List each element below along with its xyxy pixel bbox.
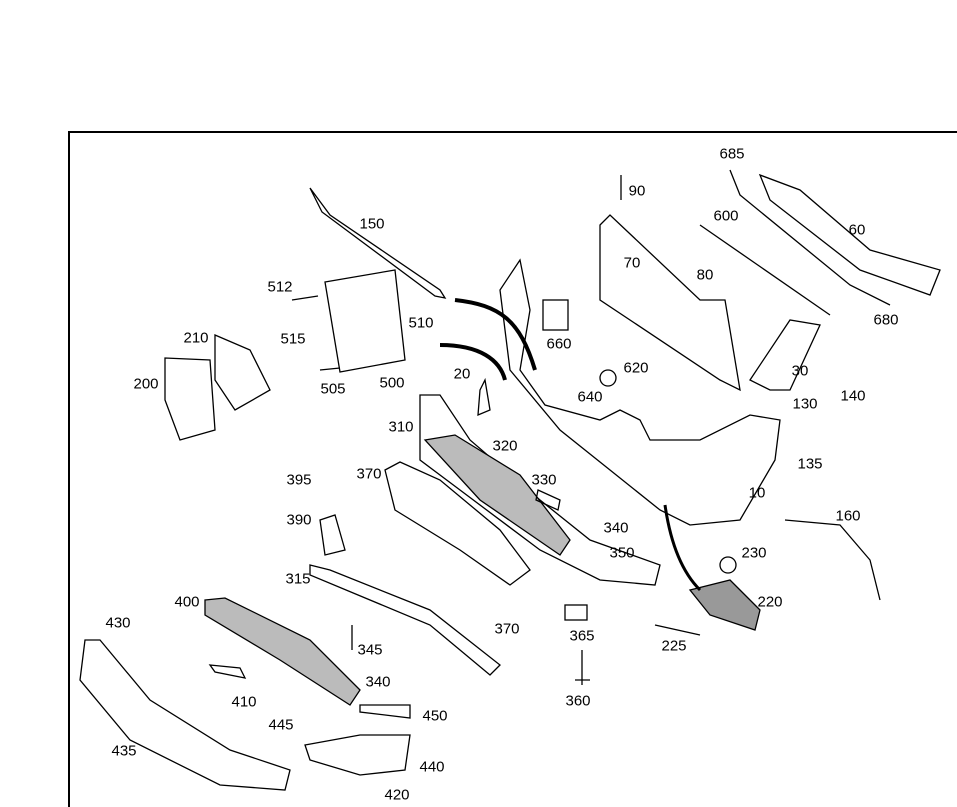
label-210: 210 — [183, 329, 209, 347]
part-600-harness — [699, 224, 831, 316]
part-370-frame — [384, 461, 531, 586]
part-225-strip — [654, 624, 701, 636]
part-450-trim — [359, 704, 411, 719]
label-685: 685 — [719, 145, 745, 163]
label-500: 500 — [379, 374, 405, 392]
part-365-clip — [564, 604, 588, 621]
part-10-bumper — [499, 258, 781, 526]
label-140: 140 — [840, 387, 866, 405]
label-80: 80 — [696, 266, 714, 284]
part-310-lower — [419, 394, 661, 586]
part-220-grille — [688, 579, 761, 631]
label-150: 150 — [359, 215, 385, 233]
part-360-screw — [575, 650, 590, 685]
part-200-grille — [164, 357, 216, 441]
part-440-lip — [304, 734, 411, 776]
part-505-screw — [319, 367, 341, 371]
label-10: 10 — [748, 484, 766, 502]
label-680: 680 — [873, 311, 899, 329]
part-210-grille — [214, 334, 271, 411]
label-445: 445 — [268, 716, 294, 734]
label-220: 220 — [757, 593, 783, 611]
label-360: 360 — [565, 692, 591, 710]
label-410: 410 — [231, 693, 257, 711]
diagram-frame — [68, 131, 957, 807]
label-310: 310 — [388, 418, 414, 436]
label-515: 515 — [280, 330, 306, 348]
label-20: 20 — [453, 365, 471, 383]
part-512-screw — [291, 295, 319, 301]
part-410-badge — [208, 664, 247, 679]
label-440: 440 — [419, 758, 445, 776]
part-660-module — [542, 299, 569, 331]
arrow-1 — [454, 298, 537, 371]
label-340: 340 — [365, 673, 391, 691]
part-230-sensor — [719, 556, 737, 574]
label-450: 450 — [422, 707, 448, 725]
label-370: 370 — [356, 465, 382, 483]
part-330-trim — [535, 489, 561, 511]
part-60-absorber — [758, 173, 941, 296]
part-315-strip — [309, 564, 501, 676]
label-345: 345 — [357, 641, 383, 659]
part-160-trim — [784, 519, 881, 601]
label-390: 390 — [286, 511, 312, 529]
label-130: 130 — [792, 395, 818, 413]
label-230: 230 — [741, 544, 767, 562]
label-512: 512 — [267, 278, 293, 296]
part-435-spoiler — [79, 639, 291, 791]
label-395: 395 — [286, 471, 312, 489]
label-225: 225 — [661, 637, 687, 655]
label-620: 620 — [623, 359, 649, 377]
label-600: 600 — [713, 207, 739, 225]
label-70: 70 — [623, 254, 641, 272]
part-150-trim — [309, 187, 447, 299]
part-500-bracket — [324, 269, 406, 373]
part-400-mesh — [204, 597, 361, 706]
label-90: 90 — [628, 182, 646, 200]
part-70-carrier — [599, 214, 741, 392]
label-315: 315 — [285, 570, 311, 588]
part-20-arch — [477, 377, 491, 417]
label-400: 400 — [174, 593, 200, 611]
label-160: 160 — [835, 507, 861, 525]
part-310-mesh — [423, 434, 571, 556]
label-340: 340 — [603, 519, 629, 537]
label-200: 200 — [133, 375, 159, 393]
label-320: 320 — [492, 437, 518, 455]
label-420: 420 — [384, 786, 410, 804]
part-30-trim — [749, 319, 821, 391]
part-600-cable — [729, 169, 891, 306]
label-640: 640 — [577, 388, 603, 406]
label-30: 30 — [791, 362, 809, 380]
part-620-sensor — [599, 369, 617, 387]
label-510: 510 — [408, 314, 434, 332]
label-330: 330 — [531, 471, 557, 489]
label-350: 350 — [609, 544, 635, 562]
part-390-trim — [319, 514, 346, 556]
label-505: 505 — [320, 380, 346, 398]
label-370: 370 — [494, 620, 520, 638]
label-60: 60 — [848, 221, 866, 239]
label-430: 430 — [105, 614, 131, 632]
label-435: 435 — [111, 742, 137, 760]
arrow-2 — [439, 343, 507, 381]
label-365: 365 — [569, 627, 595, 645]
arrow-3 — [663, 504, 702, 592]
label-135: 135 — [797, 455, 823, 473]
label-660: 660 — [546, 335, 572, 353]
